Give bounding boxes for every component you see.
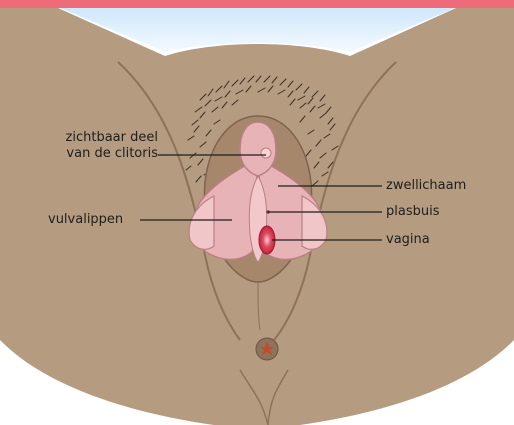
- clitoris-glans: [261, 148, 271, 158]
- label-vagina: vagina: [386, 232, 430, 248]
- label-clitoris-line1: zichtbaar deel: [46, 130, 158, 146]
- label-clitoris-line2: van de clitoris: [46, 146, 158, 162]
- label-erectile-tissue: zwellichaam: [386, 178, 466, 194]
- label-labia: vulvalippen: [48, 212, 123, 228]
- top-bar: [0, 0, 514, 8]
- label-urethra: plasbuis: [386, 204, 439, 220]
- label-clitoris: zichtbaar deel van de clitoris: [46, 130, 158, 162]
- clitoral-hood: [240, 122, 276, 176]
